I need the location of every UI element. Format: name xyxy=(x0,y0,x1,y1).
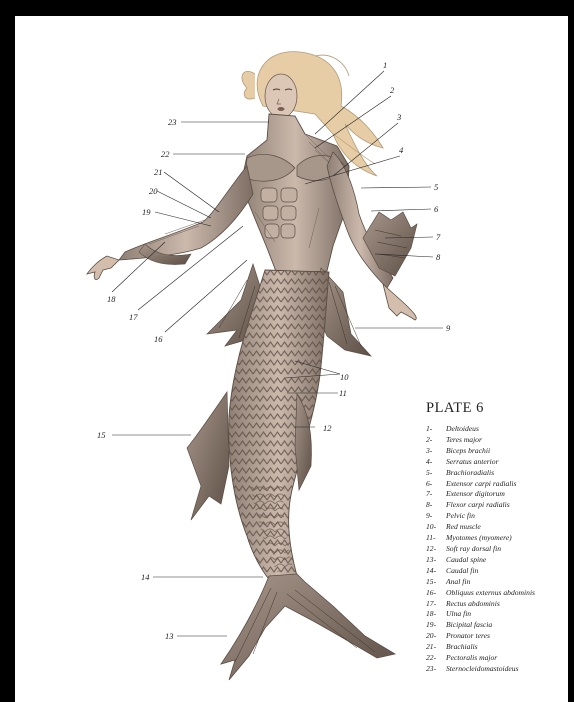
legend-item: 1-Deltoideus xyxy=(426,424,566,435)
legend-item-number: 18- xyxy=(426,609,446,620)
callout-10: 10 xyxy=(340,372,349,382)
legend-item-number: 23- xyxy=(426,664,446,675)
callout-3: 3 xyxy=(396,112,401,122)
legend-item: 21-Brachialis xyxy=(426,642,566,653)
callout-20: 20 xyxy=(149,186,158,196)
legend-item: 3-Biceps brachii xyxy=(426,446,566,457)
legend-item-label: Rectus abdominis xyxy=(446,599,500,610)
callout-14: 14 xyxy=(141,572,150,582)
legend-item-label: Anal fin xyxy=(446,577,470,588)
legend-item-number: 19- xyxy=(426,620,446,631)
callout-7: 7 xyxy=(436,232,441,242)
left-arm xyxy=(87,166,253,280)
legend-item: 13-Caudal spine xyxy=(426,555,566,566)
legend-item-number: 22- xyxy=(426,653,446,664)
legend-item-number: 17- xyxy=(426,599,446,610)
callout-9: 9 xyxy=(446,323,451,333)
callout-18: 18 xyxy=(107,294,116,304)
legend-item: 14-Caudal fin xyxy=(426,566,566,577)
legend-item: 20-Pronator teres xyxy=(426,631,566,642)
legend-item-number: 6- xyxy=(426,479,446,490)
legend-item: 9-Pelvic fin xyxy=(426,511,566,522)
legend-item-number: 11- xyxy=(426,533,446,544)
callout-6: 6 xyxy=(434,204,439,214)
legend-item-label: Sternocleidomastoideus xyxy=(446,664,519,675)
legend-item-number: 13- xyxy=(426,555,446,566)
callout-17: 17 xyxy=(129,312,138,322)
plate-title: PLATE 6 xyxy=(426,400,566,417)
plate-legend: PLATE 6 1-Deltoideus2-Teres major3-Bicep… xyxy=(426,400,566,675)
legend-item-number: 14- xyxy=(426,566,446,577)
legend-item-label: Caudal fin xyxy=(446,566,478,577)
legend-item: 17-Rectus abdominis xyxy=(426,599,566,610)
legend-item: 7-Extensor digitorum xyxy=(426,489,566,500)
legend-item-label: Brachioradialis xyxy=(446,468,494,479)
torso xyxy=(241,114,349,274)
legend-item-number: 7- xyxy=(426,489,446,500)
legend-item-label: Serratus anterior xyxy=(446,457,499,468)
legend-item-label: Bicipital fascia xyxy=(446,620,492,631)
legend-item-label: Biceps brachii xyxy=(446,446,490,457)
legend-item-label: Brachialis xyxy=(446,642,478,653)
legend-item: 15-Anal fin xyxy=(426,577,566,588)
callout-8: 8 xyxy=(436,252,441,262)
callout-15: 15 xyxy=(97,430,106,440)
callout-2: 2 xyxy=(390,85,395,95)
legend-item: 23-Sternocleidomastoideus xyxy=(426,664,566,675)
legend-item: 12-Soft ray dorsal fin xyxy=(426,544,566,555)
legend-item-label: Deltoideus xyxy=(446,424,479,435)
legend-item-label: Pelvic fin xyxy=(446,511,475,522)
legend-item-number: 3- xyxy=(426,446,446,457)
legend-item-number: 1- xyxy=(426,424,446,435)
callout-13: 13 xyxy=(165,631,174,641)
callout-5: 5 xyxy=(434,182,438,192)
legend-item-label: Myotomes (myomere) xyxy=(446,533,512,544)
legend-item: 19-Bicipital fascia xyxy=(426,620,566,631)
legend-item-label: Extensor carpi radialis xyxy=(446,479,516,490)
legend-item-number: 4- xyxy=(426,457,446,468)
legend-item-number: 2- xyxy=(426,435,446,446)
legend-item-label: Ulna fin xyxy=(446,609,471,620)
legend-item: 11-Myotomes (myomere) xyxy=(426,533,566,544)
legend-item: 6-Extensor carpi radialis xyxy=(426,479,566,490)
legend-item: 22-Pectoralis major xyxy=(426,653,566,664)
legend-item-number: 20- xyxy=(426,631,446,642)
callout-22: 22 xyxy=(161,149,170,159)
legend-item: 10-Red muscle xyxy=(426,522,566,533)
legend-item-label: Extensor digitorum xyxy=(446,489,505,500)
legend-item-label: Pectoralis major xyxy=(446,653,497,664)
legend-list: 1-Deltoideus2-Teres major3-Biceps brachi… xyxy=(426,424,566,675)
legend-item-number: 15- xyxy=(426,577,446,588)
legend-item-label: Red muscle xyxy=(446,522,481,533)
legend-item: 16-Obliquus externus abdominis xyxy=(426,588,566,599)
callout-12: 12 xyxy=(323,423,332,433)
plate-sheet: 1 2 3 4 5 6 7 8 9 10 11 12 13 14 15 16 1… xyxy=(15,16,568,702)
legend-item: 18-Ulna fin xyxy=(426,609,566,620)
callout-11: 11 xyxy=(339,388,347,398)
legend-item-number: 9- xyxy=(426,511,446,522)
callout-19: 19 xyxy=(142,207,151,217)
callout-1: 1 xyxy=(383,60,387,70)
callout-16: 16 xyxy=(154,334,163,344)
legend-item-number: 12- xyxy=(426,544,446,555)
legend-item-number: 8- xyxy=(426,500,446,511)
legend-item-label: Flexor carpi radialis xyxy=(446,500,510,511)
legend-item: 2-Teres major xyxy=(426,435,566,446)
legend-item-label: Pronator teres xyxy=(446,631,490,642)
legend-item: 5-Brachioradialis xyxy=(426,468,566,479)
legend-item: 8-Flexor carpi radialis xyxy=(426,500,566,511)
legend-item-label: Teres major xyxy=(446,435,482,446)
legend-item-number: 5- xyxy=(426,468,446,479)
head xyxy=(265,74,297,118)
callout-23: 23 xyxy=(168,117,177,127)
legend-item-number: 10- xyxy=(426,522,446,533)
legend-item: 4-Serratus anterior xyxy=(426,457,566,468)
legend-item-label: Obliquus externus abdominis xyxy=(446,588,535,599)
legend-item-number: 16- xyxy=(426,588,446,599)
callout-21: 21 xyxy=(154,167,163,177)
callout-4: 4 xyxy=(399,145,404,155)
legend-item-label: Caudal spine xyxy=(446,555,486,566)
legend-item-number: 21- xyxy=(426,642,446,653)
legend-item-label: Soft ray dorsal fin xyxy=(446,544,501,555)
